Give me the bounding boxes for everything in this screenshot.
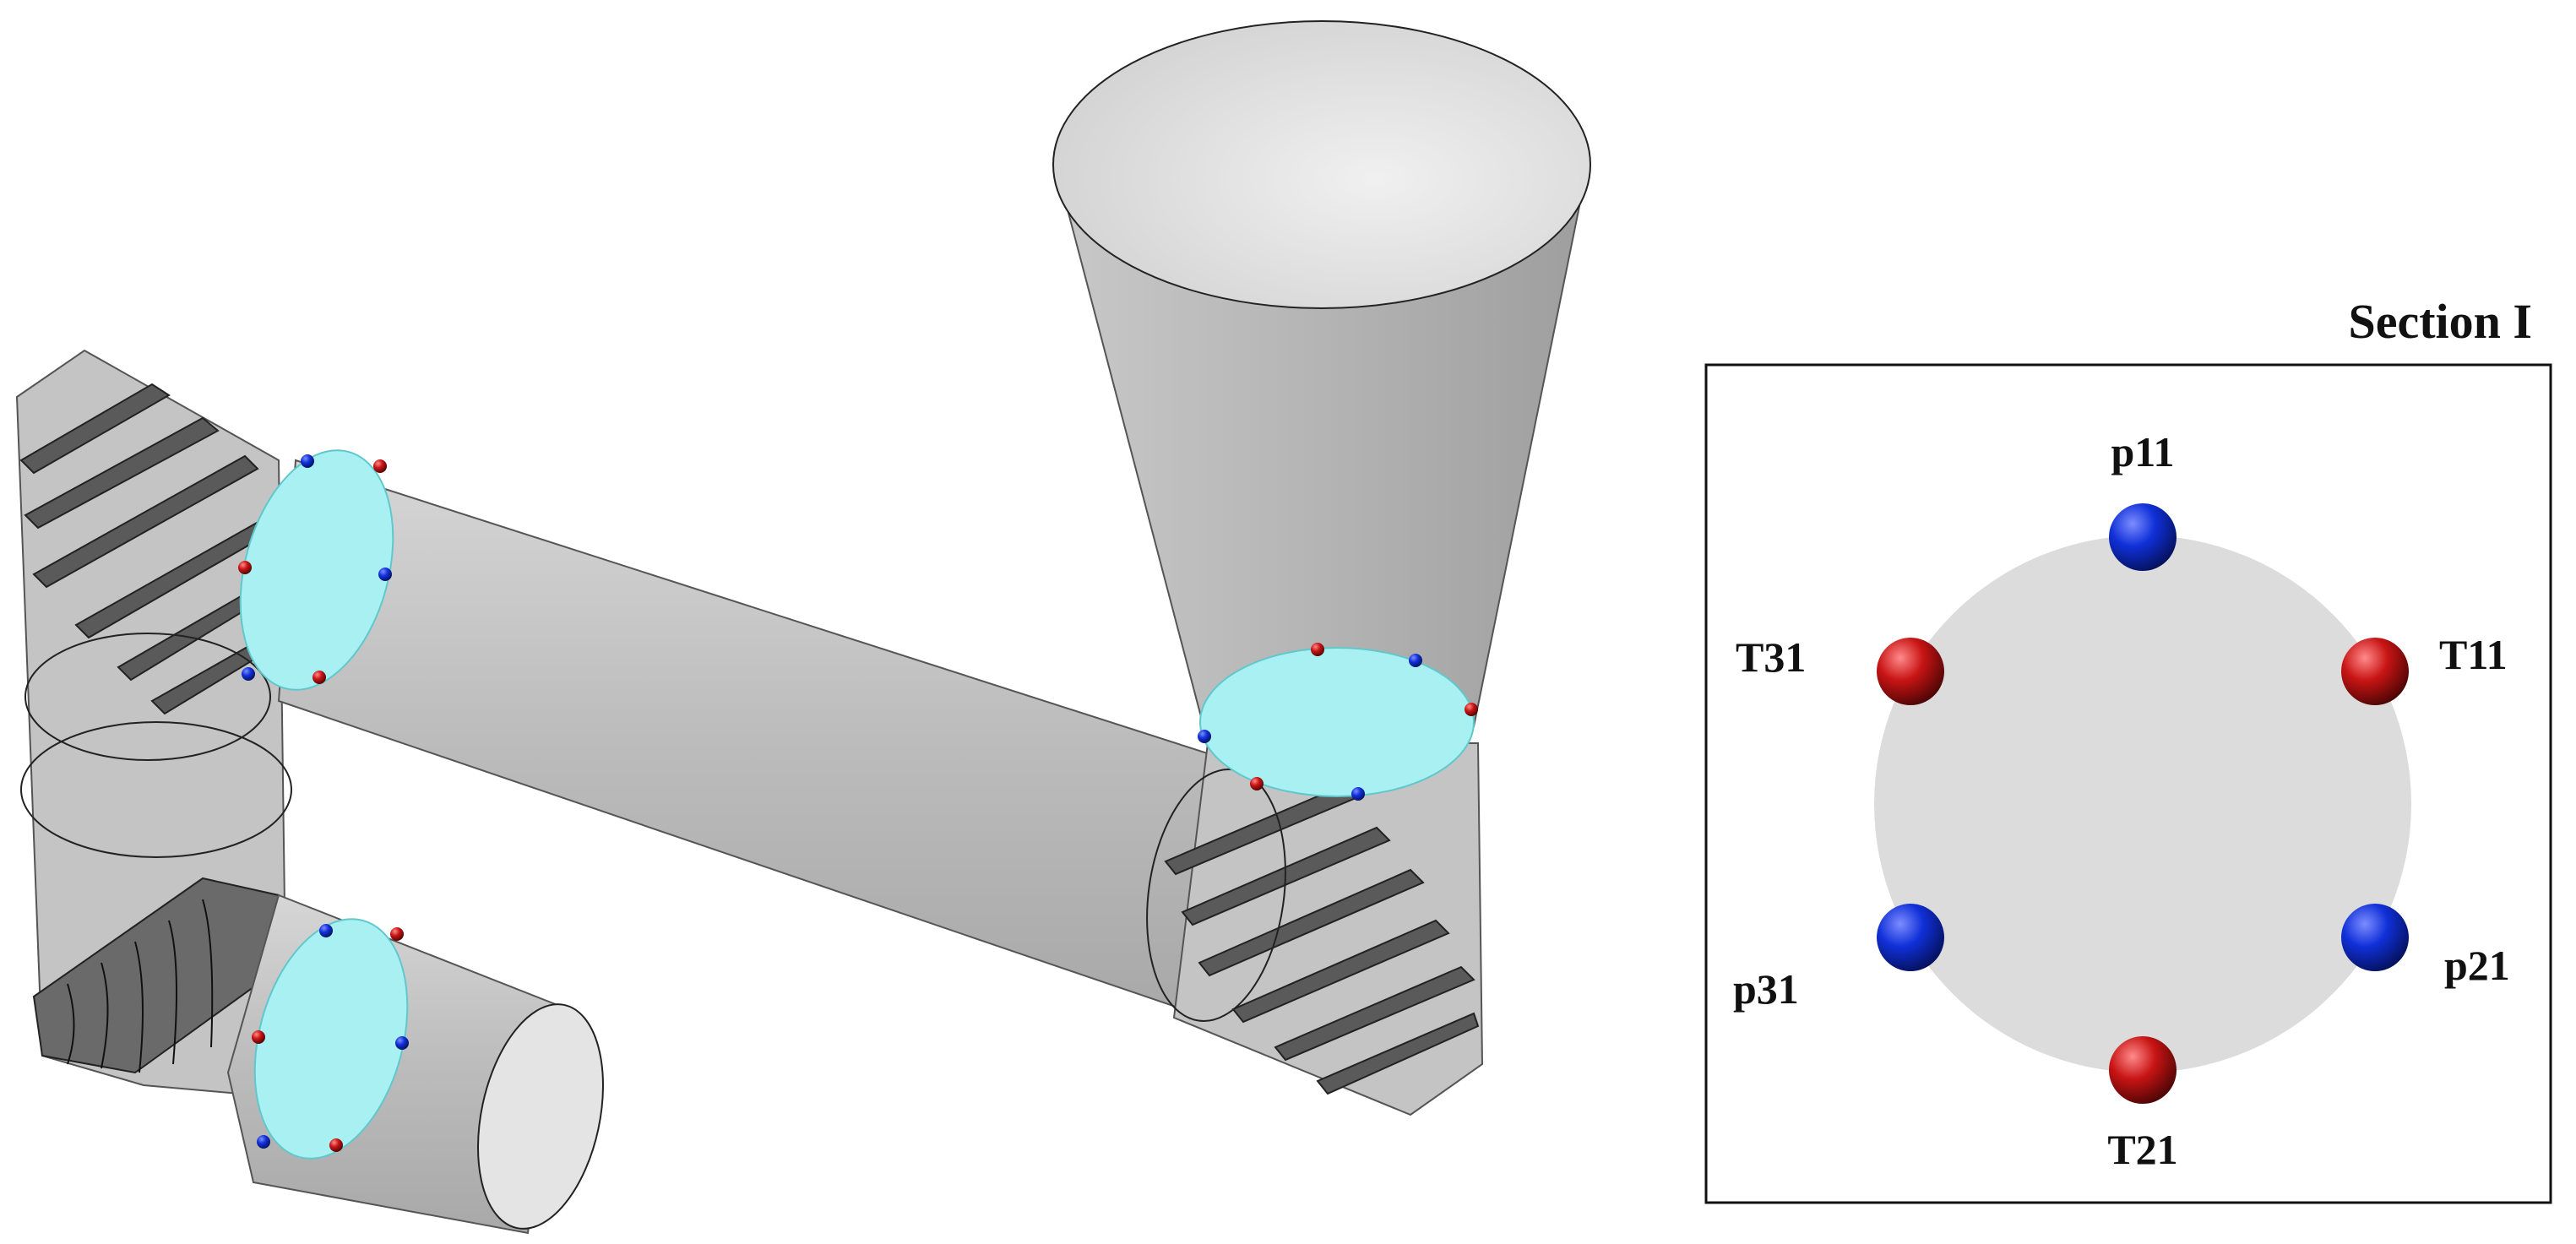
sensor-marker-p11 <box>2109 503 2177 571</box>
sensor-marker-T11 <box>2341 638 2409 705</box>
conical-hopper <box>1052 20 1591 727</box>
sensor-label-T11: T11 <box>2439 631 2508 678</box>
sensor-marker-T21 <box>2109 1036 2177 1104</box>
sensor-marker-p31 <box>1877 904 1944 971</box>
left-vertical-duct <box>15 349 292 1100</box>
section-panel: Section I p11 T11 p21 T21 p31 T31 <box>1704 294 2552 1204</box>
right-vertical-duct <box>1146 742 1484 1116</box>
sensor-label-T31: T31 <box>1736 633 1806 681</box>
sensor-label-p21: p21 <box>2444 942 2510 989</box>
sensor-marker-p21 <box>2341 904 2409 971</box>
section-disc <box>1874 535 2411 1073</box>
sensor-label-p11: p11 <box>2111 428 2174 475</box>
sensor-label-p31: p31 <box>1733 965 1799 1013</box>
sensor-label-T21: T21 <box>2107 1126 2177 1173</box>
measurement-section-lower-left <box>252 918 409 1160</box>
sensor-marker-T31 <box>1877 638 1944 705</box>
measurement-section-upper-left <box>238 449 394 691</box>
section-title: Section I <box>2349 294 2533 349</box>
measurement-section-right <box>1198 643 1478 801</box>
